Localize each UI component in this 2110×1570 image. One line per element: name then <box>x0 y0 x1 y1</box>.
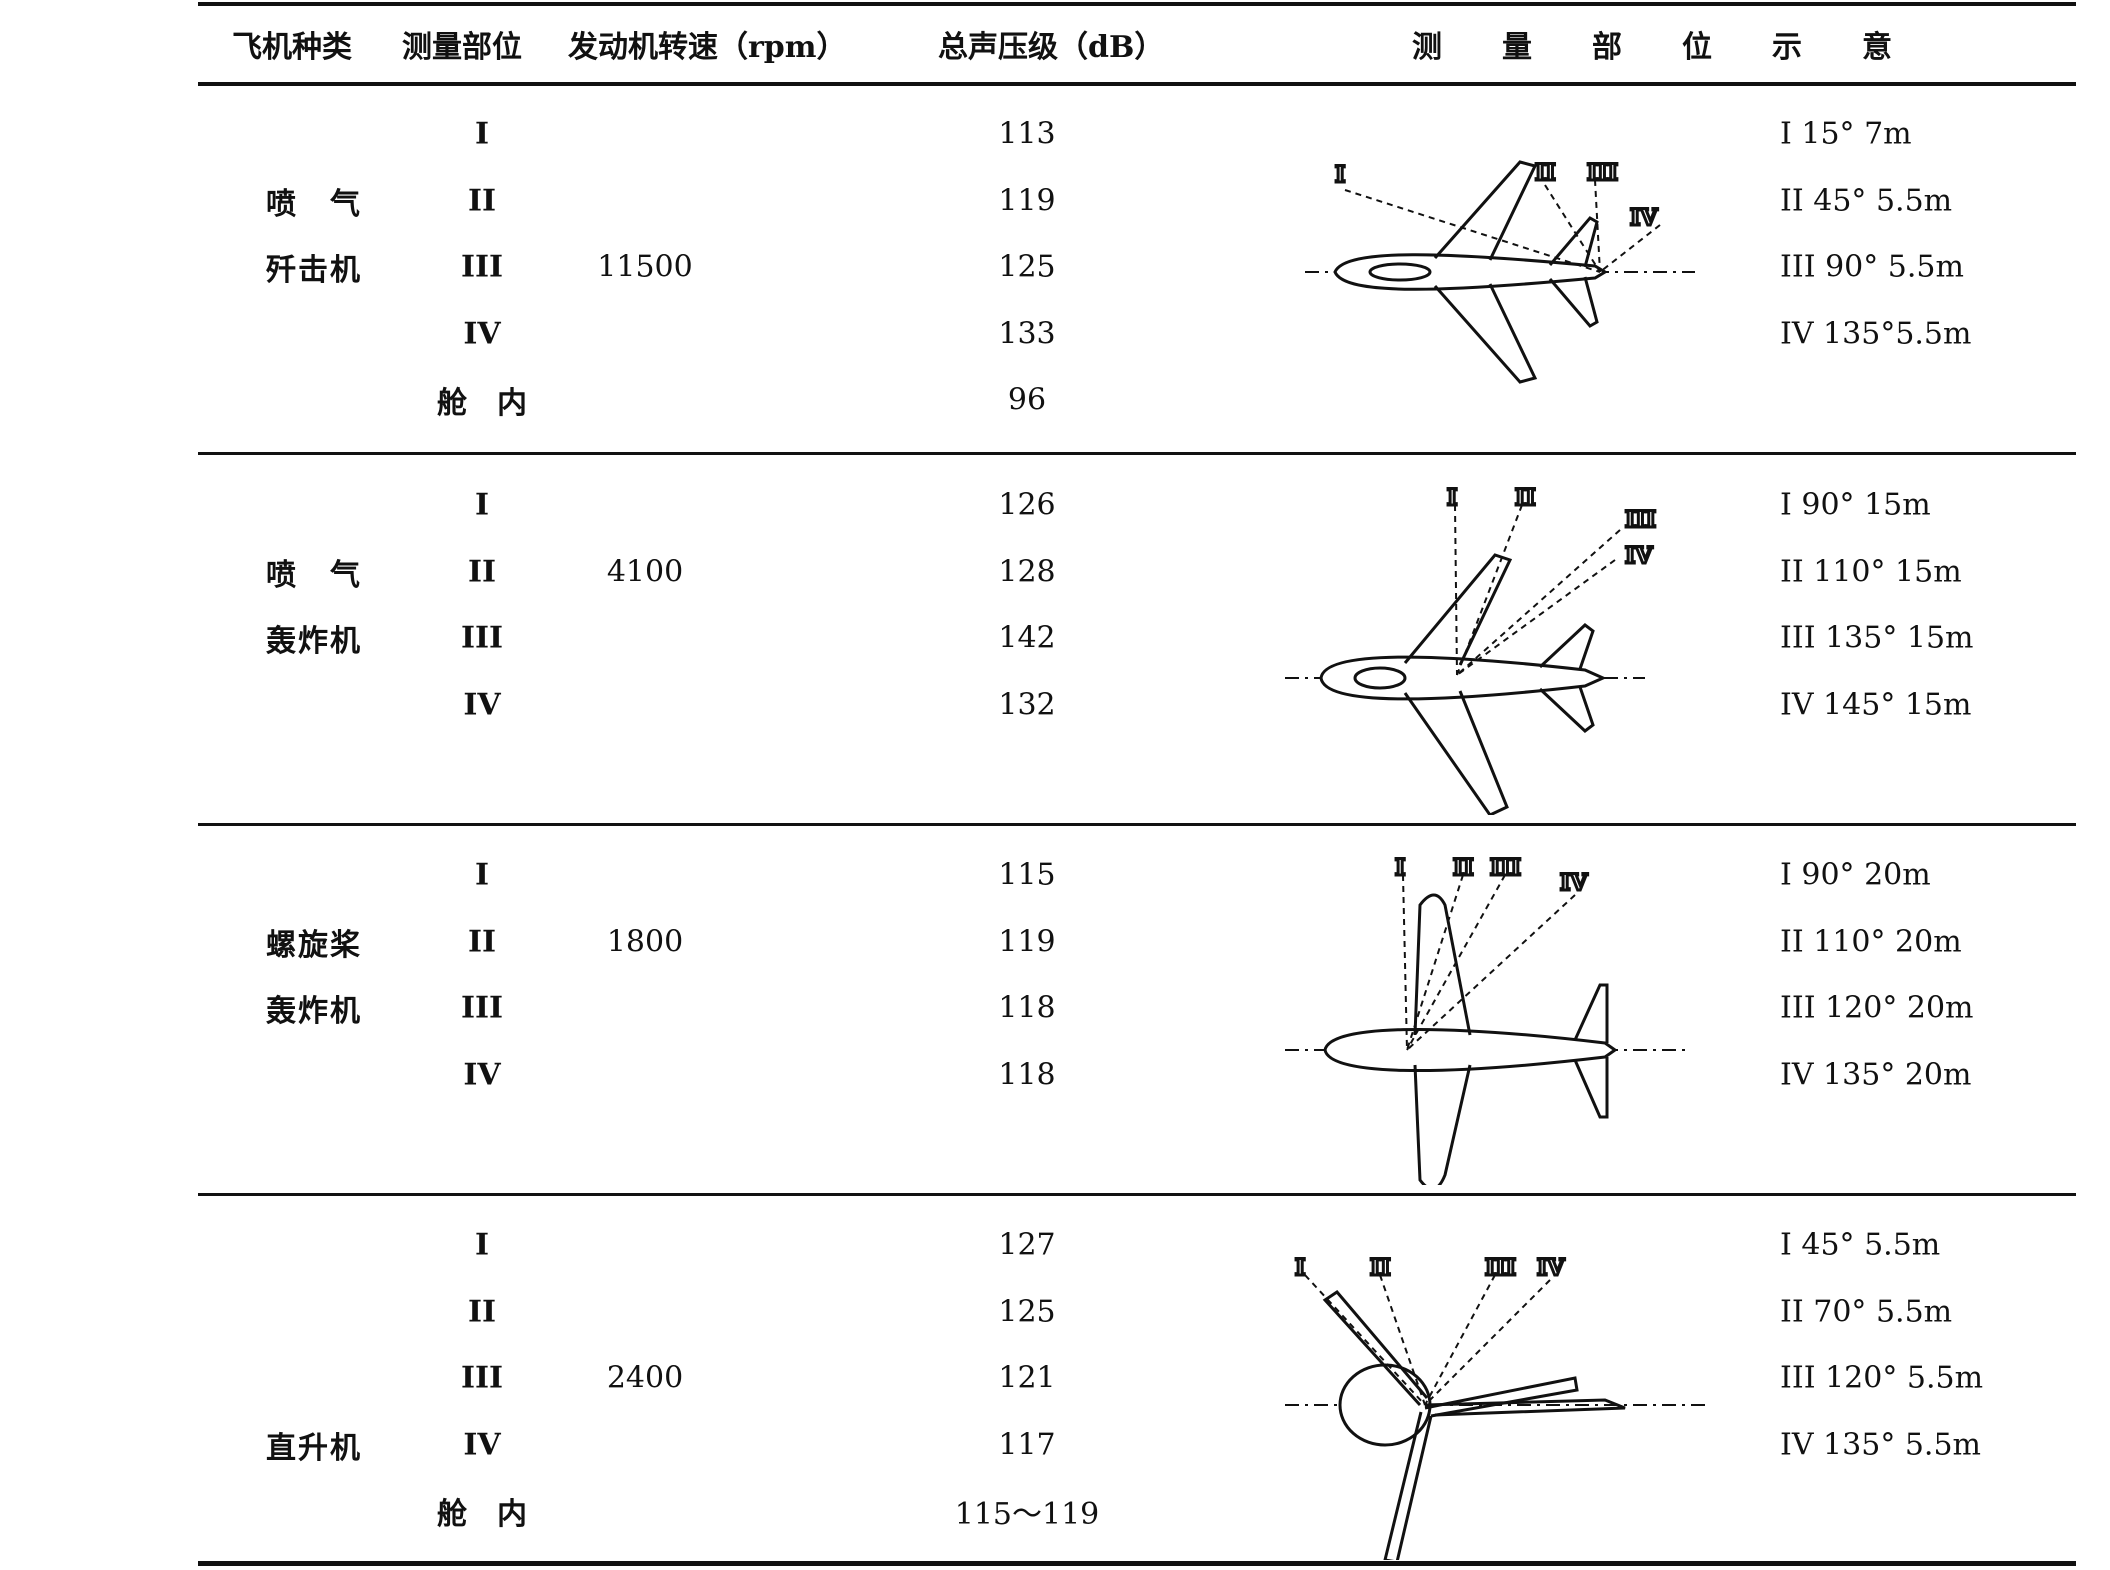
header-rpm: 发动机转速（rpm） <box>568 30 847 65</box>
engine-rpm: 11500 <box>597 249 693 285</box>
measurement-position: IV <box>463 1427 501 1462</box>
position-angle-distance: IV 145° 15m <box>1780 687 1972 722</box>
position-angle-distance: I 45° 5.5m <box>1780 1227 1941 1263</box>
sound-pressure-level: 125 <box>998 1294 1056 1329</box>
header-diagram: 测 量 部 位 示 意 <box>1412 30 1892 65</box>
diagram-label-i: I <box>1395 855 1405 881</box>
aircraft-type: 直升机 <box>266 1430 362 1466</box>
position-angle-distance: IV 135° 5.5m <box>1780 1427 1982 1462</box>
position-angle-distance: III 90° 5.5m <box>1780 249 1964 285</box>
aircraft-type: 螺旋桨 <box>266 927 362 963</box>
diagram-label-iv: IV <box>1537 1255 1565 1281</box>
measurement-position: II <box>467 1294 497 1329</box>
sound-pressure-level: 119 <box>998 924 1056 959</box>
sound-pressure-level: 118 <box>998 1057 1056 1092</box>
position-angle-distance: II 110° 15m <box>1780 554 1962 589</box>
sound-pressure-level: 96 <box>1007 382 1047 418</box>
header-rule <box>198 82 2076 86</box>
sound-pressure-level: 119 <box>998 183 1056 218</box>
diagram-label-ii: II <box>1453 855 1474 881</box>
sound-pressure-level: 115～119 <box>954 1497 1100 1532</box>
measurement-position: IV <box>463 316 501 351</box>
measurement-position: IV <box>463 1057 501 1092</box>
diagram-label-iii: III <box>1587 160 1618 186</box>
measurement-position: 舱 内 <box>437 386 527 421</box>
engine-rpm: 4100 <box>606 554 684 589</box>
section-rule <box>198 452 2076 455</box>
measurement-position: IV <box>463 687 501 722</box>
measurement-position: I <box>474 116 490 152</box>
position-angle-distance: I 90° 15m <box>1780 487 1931 523</box>
sound-pressure-level: 128 <box>998 554 1056 589</box>
sound-pressure-level: 132 <box>998 687 1056 722</box>
bottom-rule <box>198 1561 2076 1566</box>
helicopter-diagram: I II III IV <box>1285 1254 1705 1560</box>
measurement-position: II <box>467 924 497 959</box>
measurement-position: III <box>460 990 504 1026</box>
top-rule <box>198 2 2076 6</box>
sound-pressure-level: 142 <box>998 620 1056 656</box>
diagram-label-iii: III <box>1625 507 1656 533</box>
diagram-label-iii: III <box>1490 855 1521 881</box>
measurement-position: 舱 内 <box>437 1497 527 1532</box>
sound-pressure-level: 117 <box>998 1427 1056 1462</box>
jet-fighter-diagram: I II III IV <box>1305 159 1695 384</box>
position-angle-distance: I 90° 20m <box>1780 857 1931 893</box>
position-angle-distance: I 15° 7m <box>1780 116 1912 152</box>
diagram-label-ii: II <box>1535 160 1556 186</box>
diagram-label-iv: IV <box>1630 205 1658 231</box>
position-angle-distance: III 135° 15m <box>1780 620 1974 656</box>
position-angle-distance: II 45° 5.5m <box>1780 183 1953 218</box>
engine-rpm: 2400 <box>606 1360 684 1396</box>
diagram-label-i: I <box>1335 162 1345 188</box>
diagram-label-iv: IV <box>1625 543 1653 569</box>
sound-pressure-level: 126 <box>998 487 1056 523</box>
header-db: 总声压级（dB） <box>938 30 1165 65</box>
sound-pressure-level: 118 <box>998 990 1056 1026</box>
jet-bomber-diagram: I II III IV <box>1285 485 1657 815</box>
position-angle-distance: III 120° 5.5m <box>1780 1360 1984 1396</box>
section-rule <box>198 823 2076 826</box>
measurement-position: III <box>460 249 504 285</box>
measurement-position: I <box>474 487 490 523</box>
sound-pressure-level: 125 <box>998 249 1056 285</box>
diagram-label-ii: II <box>1515 485 1536 511</box>
diagram-label-iii: III <box>1485 1255 1516 1281</box>
sound-pressure-level: 113 <box>998 116 1056 152</box>
sound-pressure-level: 127 <box>998 1227 1056 1263</box>
measurement-position: II <box>467 554 497 589</box>
diagram-label-i: I <box>1447 485 1457 511</box>
aircraft-type: 轰炸机 <box>266 624 362 659</box>
propeller-bomber-diagram: I II III IV <box>1285 855 1685 1185</box>
header-position: 测量部位 <box>402 30 522 65</box>
position-angle-distance: II 70° 5.5m <box>1780 1294 1953 1329</box>
position-angle-distance: IV 135° 20m <box>1780 1057 1972 1092</box>
measurement-position: II <box>467 183 497 218</box>
diagram-label-iv: IV <box>1560 870 1588 896</box>
aircraft-type: 喷 气 <box>266 186 362 222</box>
measurement-position: I <box>474 1227 490 1263</box>
measurement-position: III <box>460 1360 504 1396</box>
measurement-position: I <box>474 857 490 893</box>
aircraft-type: 歼击机 <box>266 253 362 288</box>
position-angle-distance: III 120° 20m <box>1780 990 1974 1026</box>
aircraft-type: 轰炸机 <box>266 994 362 1029</box>
sound-pressure-level: 115 <box>998 857 1056 893</box>
header-type: 飞机种类 <box>232 30 352 65</box>
position-angle-distance: II 110° 20m <box>1780 924 1962 959</box>
position-angle-distance: IV 135°5.5m <box>1780 316 1972 351</box>
diagram-label-i: I <box>1295 1255 1305 1281</box>
engine-rpm: 1800 <box>606 924 684 959</box>
sound-pressure-level: 121 <box>998 1360 1056 1396</box>
aircraft-type: 喷 气 <box>266 557 362 593</box>
sound-pressure-level: 133 <box>998 316 1056 351</box>
diagram-label-ii: II <box>1370 1255 1391 1281</box>
section-rule <box>198 1193 2076 1196</box>
measurement-position: III <box>460 620 504 656</box>
